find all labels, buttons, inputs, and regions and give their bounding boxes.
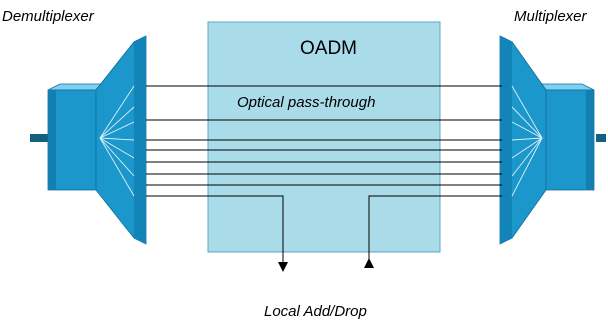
demux-input-fiber (30, 134, 52, 142)
oadm-box (207, 21, 441, 253)
drop-path (146, 195, 284, 264)
oadm-title: OADM (300, 38, 357, 59)
demux-flare-edge (134, 36, 146, 244)
optical-pass-through-label: Optical pass-through (237, 94, 376, 111)
mux-body-edge (586, 90, 594, 190)
add-drop-paths (146, 195, 502, 268)
demultiplexer-label: Demultiplexer (2, 8, 94, 25)
multiplexer-label: Multiplexer (514, 8, 587, 25)
wavelength-channels (146, 85, 502, 186)
local-add-drop-label: Local Add/Drop (264, 303, 367, 320)
mux-output-fiber (596, 134, 606, 142)
demultiplexer-device (30, 35, 147, 245)
demux-body-edge (48, 90, 56, 190)
drop-arrowhead (278, 262, 288, 272)
add-arrowhead (364, 258, 374, 268)
multiplexer-device (499, 35, 606, 245)
add-path (368, 195, 502, 268)
mux-fan-lines (511, 85, 543, 197)
mux-flare-edge (500, 36, 512, 244)
demux-fan-lines (99, 85, 135, 197)
